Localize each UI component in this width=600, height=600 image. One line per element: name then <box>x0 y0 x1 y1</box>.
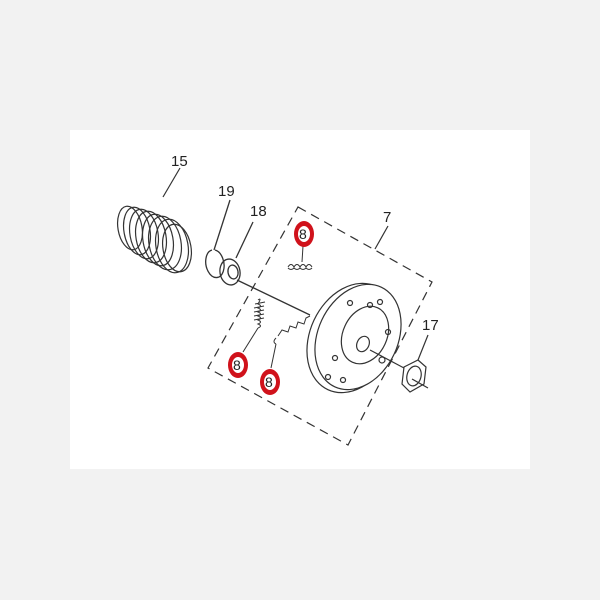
highlight-marker-right: 8 <box>260 369 280 395</box>
circlip-icon <box>205 199 231 279</box>
clutch-spring-top-icon <box>287 245 313 270</box>
diagram-panel <box>70 130 530 469</box>
label-8-top: 8 <box>299 226 307 242</box>
clutch-spring-right-icon <box>270 315 311 369</box>
label-15: 15 <box>171 153 188 170</box>
label-17: 17 <box>422 317 439 334</box>
compression-spring-icon <box>116 167 193 274</box>
bearing-icon <box>219 221 311 316</box>
clutch-assembly-group-outline <box>207 206 433 446</box>
clutch-spring-left-icon <box>242 298 266 353</box>
highlight-marker-left: 8 <box>228 352 248 378</box>
label-19: 19 <box>218 183 235 200</box>
clutch-housing-icon <box>306 282 405 394</box>
label-8-left: 8 <box>233 357 241 373</box>
label-7: 7 <box>383 209 391 226</box>
nut-icon <box>401 334 429 393</box>
label-18: 18 <box>250 203 267 220</box>
label-8-right: 8 <box>265 374 273 390</box>
highlight-marker-top: 8 <box>294 221 314 247</box>
